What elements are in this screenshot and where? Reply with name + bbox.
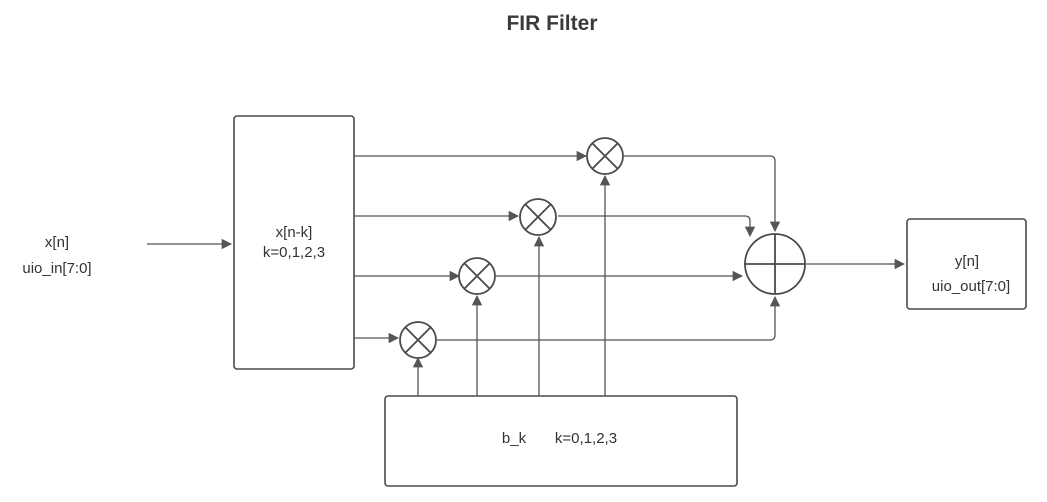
multiply-node-2 (458, 257, 496, 295)
output-port-label: uio_out[7:0] (932, 278, 1010, 295)
input-port-label: uio_in[7:0] (22, 260, 91, 277)
product-wire-1 (558, 215, 756, 238)
multiply-node-1 (519, 198, 557, 236)
delay-block-index-label: k=0,1,2,3 (263, 244, 325, 261)
sum-node (744, 233, 806, 295)
coefficient-range-label: k=0,1,2,3 (555, 430, 617, 447)
output-signal-label: y[n] (955, 253, 979, 270)
product-wire-3 (437, 295, 781, 341)
multiply-node-3 (399, 321, 437, 359)
output-block (906, 218, 1027, 310)
coefficient-name-label: b_k (502, 430, 527, 447)
input-signal-label: x[n] (45, 234, 69, 251)
diagram-title: FIR Filter (506, 12, 597, 35)
multiply-node-0 (586, 137, 624, 175)
delay-block-signal-label: x[n-k] (276, 224, 313, 241)
coefficient-block (384, 395, 738, 487)
product-wire-0 (624, 155, 781, 233)
delay-line-block (233, 115, 355, 370)
